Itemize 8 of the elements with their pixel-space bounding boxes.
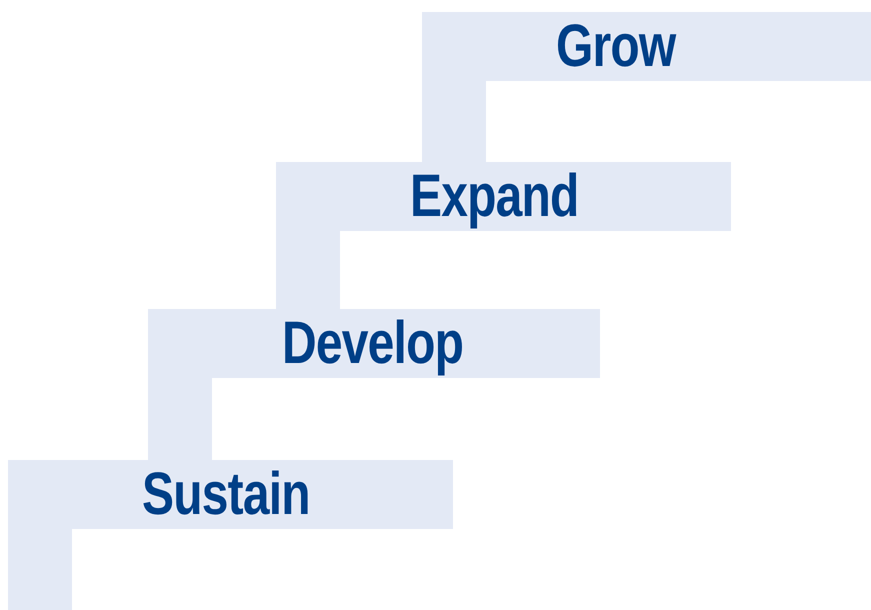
- step-label: Grow: [556, 16, 676, 76]
- step-label: Expand: [410, 166, 579, 226]
- step-label: Develop: [282, 313, 464, 373]
- stair-step: [148, 309, 600, 460]
- stair-step: [422, 12, 871, 163]
- stair-step: [8, 460, 453, 610]
- stair-step: [276, 162, 731, 310]
- step-label: Sustain: [142, 464, 310, 524]
